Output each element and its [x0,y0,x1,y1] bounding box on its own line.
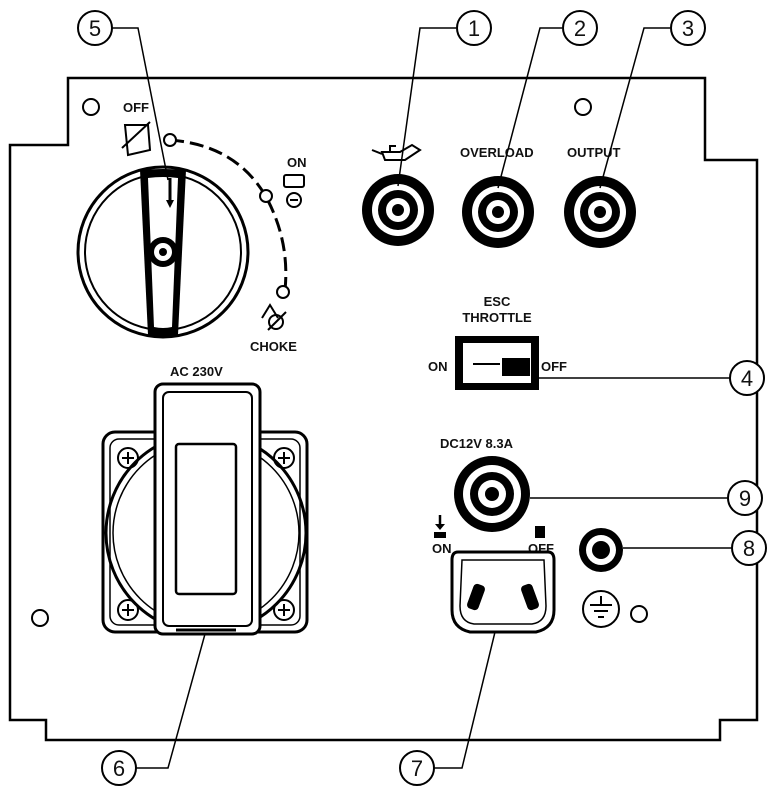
mount-hole [574,98,592,116]
dc-outlet[interactable] [454,456,530,532]
engine-on-icon [283,174,305,208]
engine-off-icon [121,121,152,157]
svg-text:2: 2 [574,16,586,41]
mount-hole [82,98,100,116]
panel-outline [8,76,759,742]
engine-switch[interactable] [76,165,250,339]
leader-line-5 [112,27,169,181]
leader-line-3 [599,27,670,189]
ac-outlet-16a[interactable] [450,550,556,634]
throttle-on-label: ON [428,359,448,374]
callout-2: 2 [562,10,598,46]
dc-output-label: DC12V 8.3A [440,436,514,451]
position-choke-dot [276,285,290,299]
screw-icon [273,599,295,621]
dc-breaker-on-icon [434,515,446,538]
svg-text:6: 6 [113,756,125,781]
oil-can-icon [371,143,422,161]
ground-symbol-icon [582,590,620,628]
output-label: OUTPUT [567,145,621,160]
oil-warning-lamp [362,174,434,246]
callout-8: 8 [731,530,767,566]
svg-text:3: 3 [682,16,694,41]
callout-5: 5 [77,10,113,46]
leader-line-2 [497,27,562,189]
output-lamp [564,176,636,248]
callout-7: 7 [399,750,435,786]
overload-lamp [462,176,534,248]
svg-text:8: 8 [743,536,755,561]
esc-label: ESC [484,294,511,309]
ac-socket[interactable] [101,382,309,636]
dc-on-label: ON [432,541,452,556]
callout-6: 6 [101,750,137,786]
screw-icon [273,447,295,469]
callout-4: 4 [729,360,765,396]
callout-9: 9 [727,480,763,516]
choke-icon [261,303,287,331]
ac-voltage-label: AC 230V [170,364,223,379]
svg-text:4: 4 [741,366,753,391]
svg-text:7: 7 [411,756,423,781]
on-label: ON [287,155,307,170]
choke-label: CHOKE [250,339,297,354]
svg-text:1: 1 [468,16,480,41]
screw-icon [117,447,139,469]
off-label: OFF [123,100,149,115]
callout-1: 1 [456,10,492,46]
esc-throttle-switch[interactable] [455,336,539,390]
leader-line-6 [136,633,206,769]
callout-3: 3 [670,10,706,46]
mount-hole [31,609,49,627]
overload-label: OVERLOAD [460,145,534,160]
position-on-dot [259,189,273,203]
svg-text:9: 9 [739,486,751,511]
leader-line-1 [397,27,456,187]
mount-hole [630,605,648,623]
screw-icon [117,599,139,621]
position-off-dot [163,133,177,147]
dc-breaker-off-icon [535,526,545,538]
svg-text:5: 5 [89,16,101,41]
throttle-label: THROTTLE [462,310,532,325]
switch-position-arc [169,138,288,291]
leader-line-7 [434,631,496,769]
throttle-off-label: OFF [541,359,567,374]
ground-terminal[interactable] [579,528,623,572]
